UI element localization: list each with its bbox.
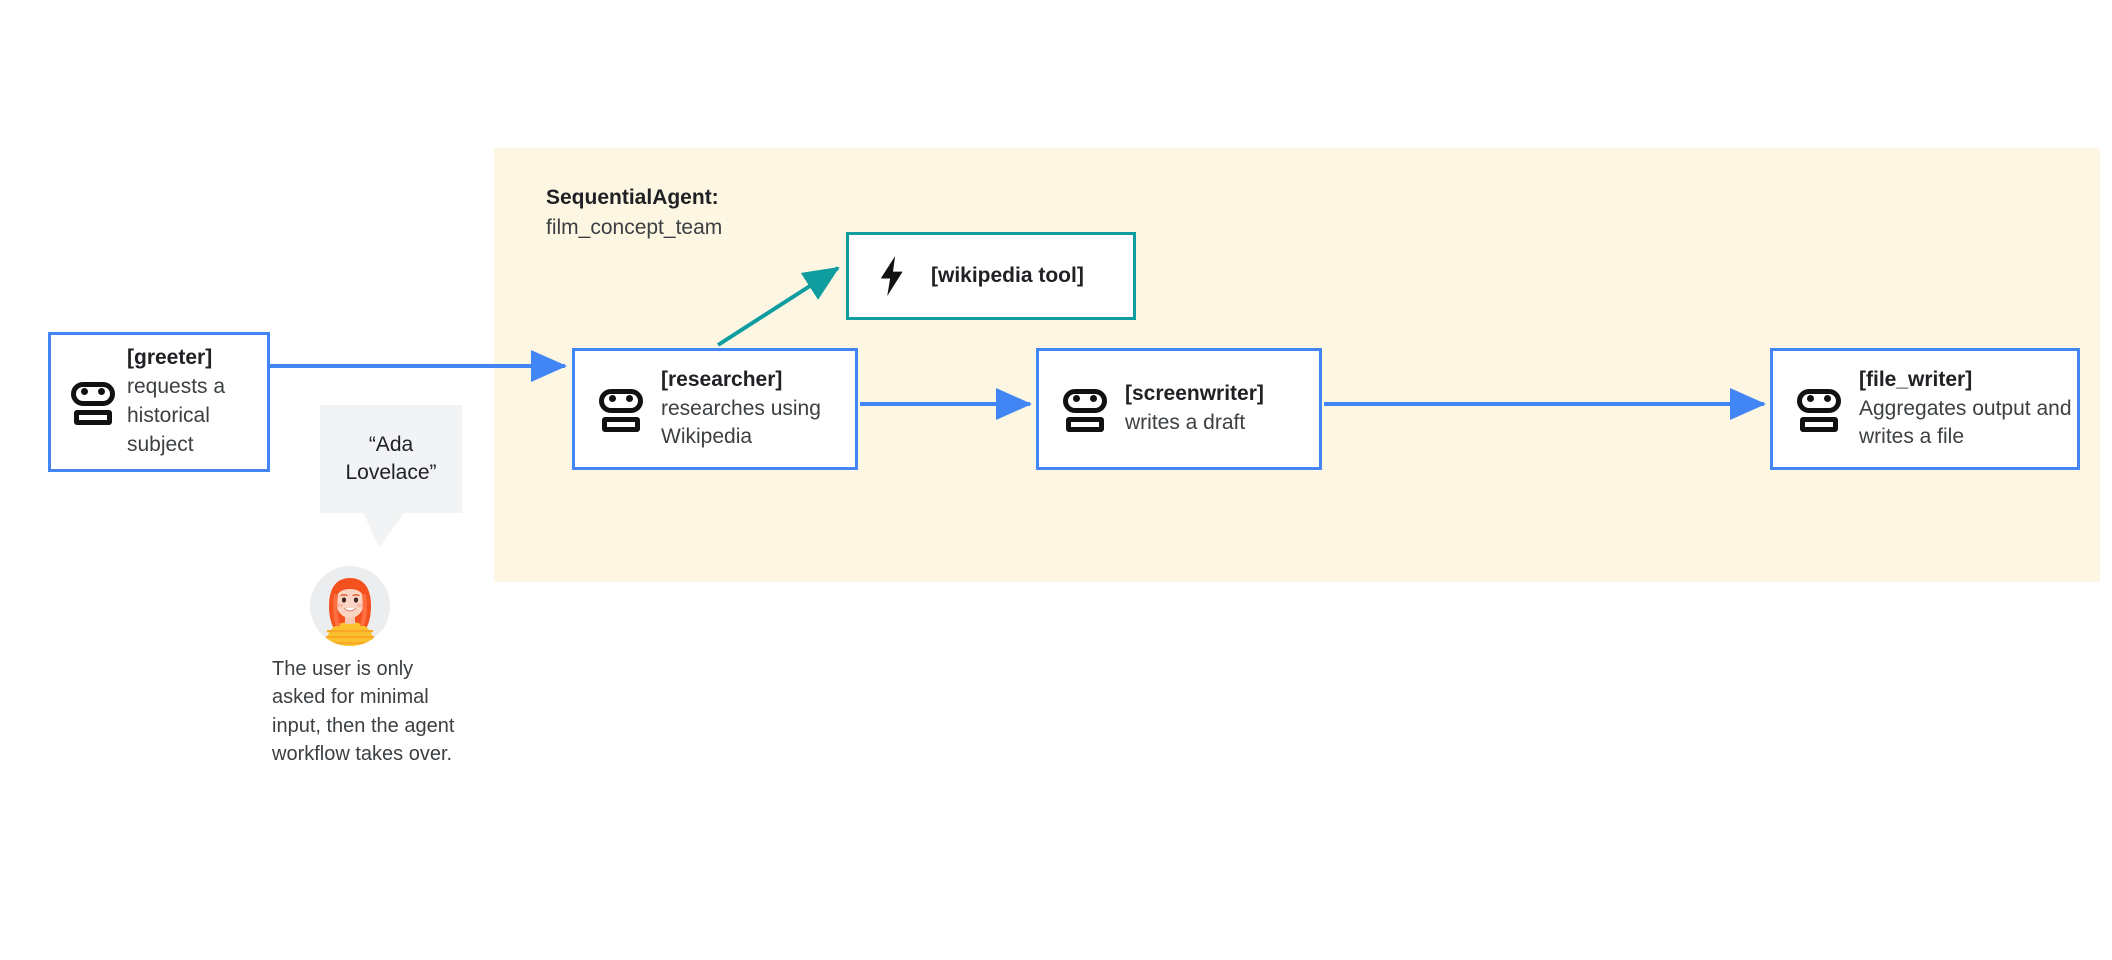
sequential-agent-type: SequentialAgent: bbox=[546, 186, 719, 209]
lightning-bolt-icon bbox=[871, 256, 913, 296]
robot-icon bbox=[1791, 387, 1847, 432]
node-screenwriter-title: [screenwriter] bbox=[1125, 382, 1264, 406]
node-researcher-label: [researcher] researches using Wikipedia bbox=[661, 366, 855, 453]
user-avatar bbox=[310, 566, 390, 646]
node-file-writer-desc: Aggregates output and writes a file bbox=[1859, 396, 2072, 449]
node-file-writer-title: [file_writer] bbox=[1859, 367, 1973, 391]
node-screenwriter-desc: writes a draft bbox=[1125, 411, 1246, 434]
node-screenwriter-label: [screenwriter] writes a draft bbox=[1125, 380, 1319, 438]
node-screenwriter[interactable]: [screenwriter] writes a draft bbox=[1036, 348, 1322, 470]
robot-icon bbox=[1057, 387, 1113, 432]
node-wikipedia-tool-title: [wikipedia tool] bbox=[931, 263, 1084, 287]
node-greeter-title: [greeter] bbox=[127, 346, 213, 370]
robot-icon bbox=[65, 380, 121, 425]
node-wikipedia-tool[interactable]: [wikipedia tool] bbox=[846, 232, 1136, 320]
node-file-writer-label: [file_writer] Aggregates output and writ… bbox=[1859, 366, 2077, 453]
node-researcher-title: [researcher] bbox=[661, 367, 783, 391]
sequential-agent-label: SequentialAgent: film_concept_team bbox=[546, 183, 966, 243]
node-greeter[interactable]: [greeter] requests a historical subject bbox=[48, 332, 270, 472]
user-speech-text: “Ada Lovelace” bbox=[345, 433, 437, 484]
speech-bubble-tail bbox=[363, 512, 405, 548]
node-researcher-desc: researches using Wikipedia bbox=[661, 396, 821, 449]
node-file-writer[interactable]: [file_writer] Aggregates output and writ… bbox=[1770, 348, 2080, 470]
sequential-agent-name: film_concept_team bbox=[546, 215, 723, 239]
robot-icon bbox=[593, 387, 649, 432]
user-speech-bubble: “Ada Lovelace” bbox=[320, 405, 462, 513]
node-greeter-label: [greeter] requests a historical subject bbox=[127, 344, 267, 460]
node-greeter-desc: requests a historical subject bbox=[127, 375, 226, 456]
user-caption: The user is only asked for minimal input… bbox=[272, 658, 455, 766]
node-researcher[interactable]: [researcher] researches using Wikipedia bbox=[572, 348, 858, 470]
node-wikipedia-tool-label: [wikipedia tool] bbox=[931, 262, 1133, 291]
